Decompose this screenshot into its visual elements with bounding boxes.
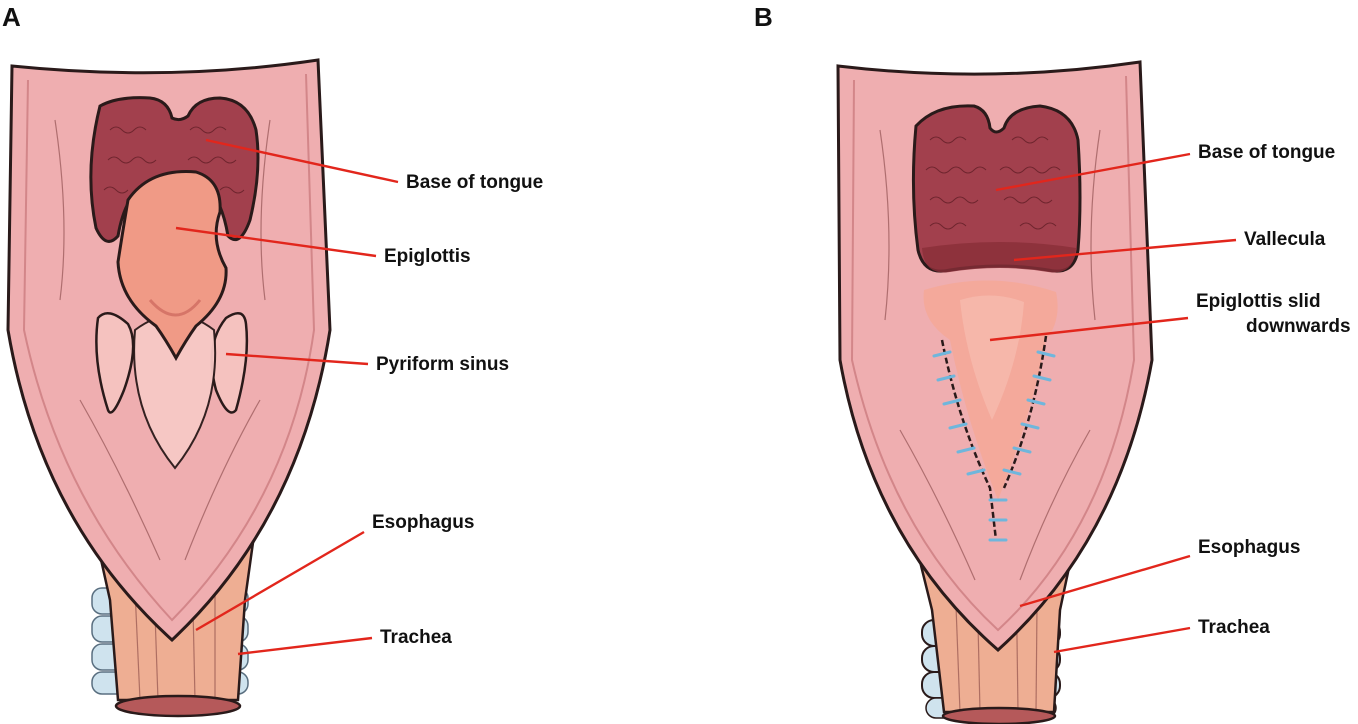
arrow-trachea-b (1053, 626, 1191, 654)
panel-b: B (754, 2, 1351, 724)
arrow-epiglottis-a (175, 226, 377, 258)
label-pyriform-sinus-a: Pyriform sinus (376, 354, 509, 375)
base-of-tongue-b (911, 104, 1082, 273)
label-vallecula-b: Vallecula (1244, 229, 1326, 250)
pharynx-wall-stripe-b (850, 75, 1136, 632)
label-esophagus-a: Esophagus (372, 512, 474, 533)
label-epiglottis-a: Epiglottis (384, 246, 471, 267)
panel-letter-a: A (2, 2, 21, 32)
arrow-vallecula-b (1013, 238, 1237, 262)
panel-letter-b: B (754, 2, 773, 32)
tongue-texture-a (103, 126, 245, 194)
tube-opening-b (941, 706, 1057, 724)
arrow-trachea-a (237, 636, 373, 656)
epiglottis-a (116, 170, 228, 362)
arrow-esophagus-b (1019, 554, 1191, 608)
label-epiglottis-slid-b: Epiglottis slid (1196, 291, 1321, 312)
label-base-of-tongue-a: Base of tongue (406, 172, 543, 193)
mucosa-folds-a (54, 119, 271, 561)
panel-a: A (2, 2, 543, 718)
label-esophagus-b: Esophagus (1198, 537, 1300, 558)
arrows-b (989, 152, 1237, 654)
label-trachea-a: Trachea (380, 627, 452, 648)
arrow-pyriform-sinus-a (225, 352, 369, 366)
arrow-esophagus-a (195, 530, 365, 632)
suture-stitches-b (932, 350, 1056, 542)
arrow-epiglottis-slid-b (989, 316, 1189, 342)
tube-opening-a (114, 694, 242, 718)
pyriform-sinus-left-a (95, 311, 135, 414)
arrow-base-of-tongue-a (205, 138, 399, 184)
label-downwards-b: downwards (1246, 316, 1351, 337)
epiglottis-slid-inner-b (960, 295, 1024, 420)
pharynx-wall-stripe-a (22, 73, 316, 622)
vallecula-b (922, 242, 1076, 273)
base-of-tongue-a (89, 96, 260, 243)
arrows-a (175, 138, 399, 656)
tongue-texture-b (925, 136, 1061, 230)
arrow-base-of-tongue-b (995, 152, 1191, 192)
epiglottis-shade-a (148, 299, 202, 317)
mucosa-folds-b (879, 129, 1101, 581)
label-base-of-tongue-b: Base of tongue (1198, 142, 1335, 163)
label-trachea-b: Trachea (1198, 617, 1270, 638)
